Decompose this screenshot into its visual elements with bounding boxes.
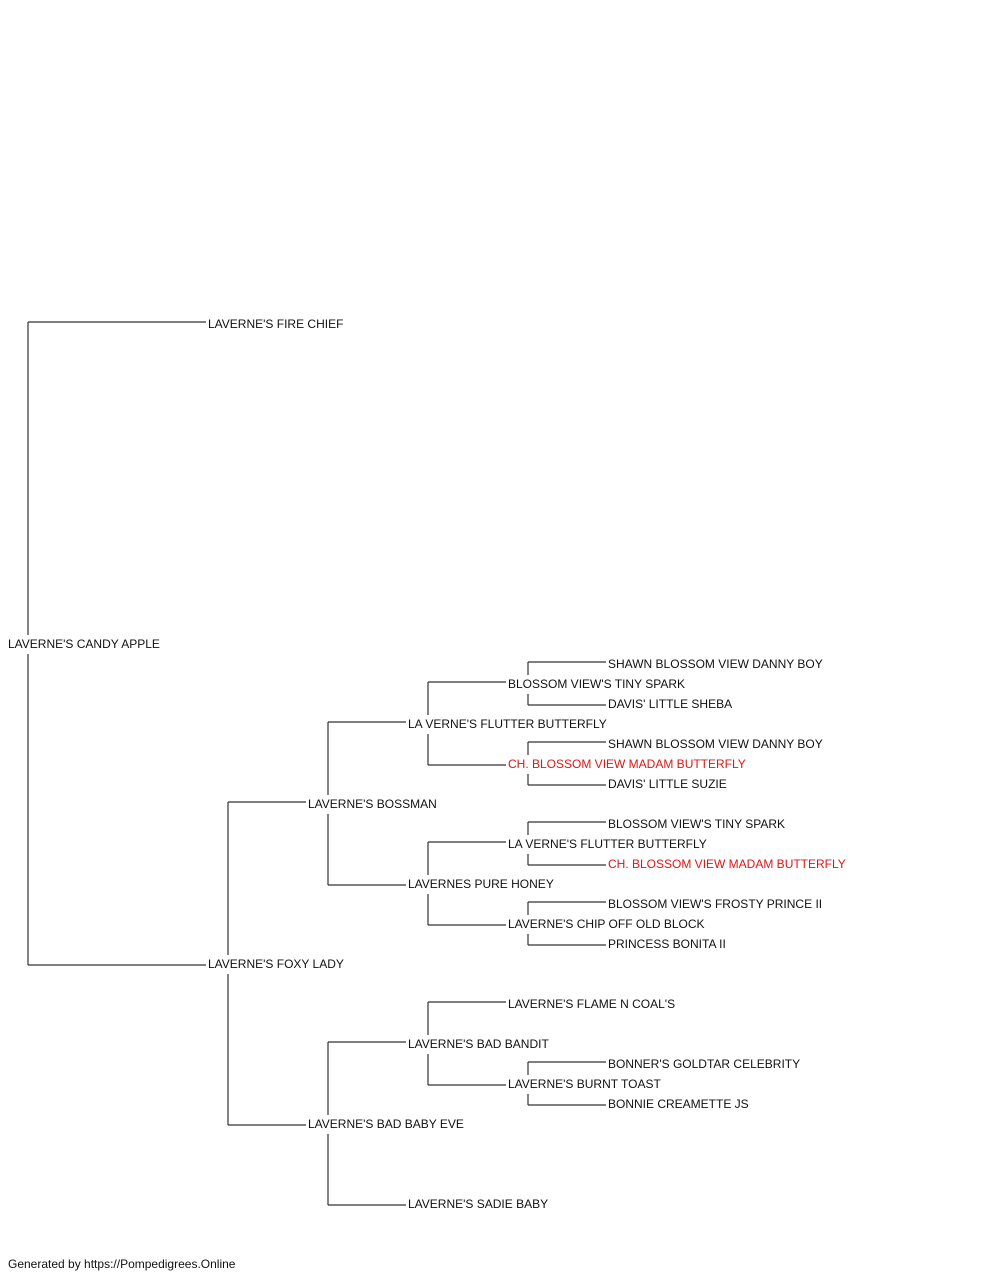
pedigree-name: DAVIS' LITTLE SHEBA	[608, 697, 732, 711]
pedigree-name: PRINCESS BONITA II	[608, 937, 726, 951]
pedigree-name: LAVERNE'S BAD BABY EVE	[308, 1117, 464, 1131]
pedigree-name: LAVERNE'S CANDY APPLE	[8, 637, 160, 651]
pedigree-name: LAVERNE'S SADIE BABY	[408, 1197, 548, 1211]
pedigree-name: LAVERNES PURE HONEY	[408, 877, 554, 891]
pedigree-name: CH. BLOSSOM VIEW MADAM BUTTERFLY	[508, 757, 746, 771]
pedigree-name: BONNIE CREAMETTE JS	[608, 1097, 749, 1111]
pedigree-name: LA VERNE'S FLUTTER BUTTERFLY	[508, 837, 707, 851]
pedigree-name: LAVERNE'S FIRE CHIEF	[208, 317, 343, 331]
pedigree-name: BLOSSOM VIEW'S TINY SPARK	[508, 677, 685, 691]
pedigree-name: LAVERNE'S FLAME N COAL'S	[508, 997, 675, 1011]
pedigree-name: CH. BLOSSOM VIEW MADAM BUTTERFLY	[608, 857, 846, 871]
pedigree-name: LAVERNE'S FOXY LADY	[208, 957, 344, 971]
footer-credit: Generated by https://Pompedigrees.Online	[8, 1257, 236, 1271]
pedigree-name: LAVERNE'S BOSSMAN	[308, 797, 437, 811]
pedigree-name: BLOSSOM VIEW'S FROSTY PRINCE II	[608, 897, 822, 911]
pedigree-name: LAVERNE'S BURNT TOAST	[508, 1077, 661, 1091]
pedigree-name: LAVERNE'S CHIP OFF OLD BLOCK	[508, 917, 705, 931]
pedigree-name: SHAWN BLOSSOM VIEW DANNY BOY	[608, 737, 823, 751]
pedigree-name: DAVIS' LITTLE SUZIE	[608, 777, 727, 791]
pedigree-name: BLOSSOM VIEW'S TINY SPARK	[608, 817, 785, 831]
pedigree-name: LAVERNE'S BAD BANDIT	[408, 1037, 549, 1051]
pedigree-name: LA VERNE'S FLUTTER BUTTERFLY	[408, 717, 607, 731]
pedigree-name: BONNER'S GOLDTAR CELEBRITY	[608, 1057, 800, 1071]
pedigree-name: SHAWN BLOSSOM VIEW DANNY BOY	[608, 657, 823, 671]
